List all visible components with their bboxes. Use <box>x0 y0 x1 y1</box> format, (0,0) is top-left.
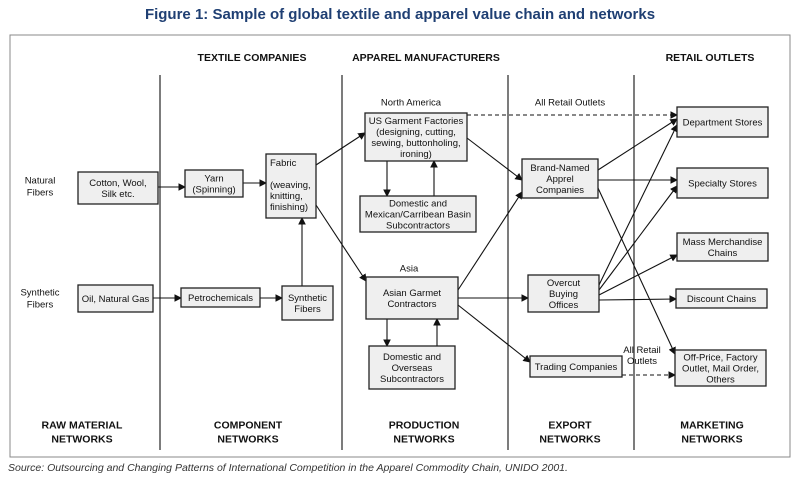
arrows <box>153 111 679 379</box>
box-text: Oil, Natural Gas <box>82 294 150 305</box>
all-retail-outlets-label-2: All Retail <box>623 345 661 356</box>
box-text: (weaving, <box>270 180 311 191</box>
box-text: Domestic and <box>389 199 447 210</box>
box-text: Yarn <box>204 174 223 185</box>
box-fabric: Fabric (weaving,knitting,finishing) <box>265 153 317 219</box>
box-text: Discount Chains <box>687 294 756 305</box>
box-text: Offices <box>549 300 579 311</box>
header-apparel-manufacturers: APPAREL MANUFACTURERS <box>352 52 500 64</box>
box-text: Others <box>706 375 735 386</box>
flow-arrow <box>315 132 366 166</box>
box-text: Fibers <box>294 304 321 315</box>
box-text: Asian Garmet <box>383 288 441 299</box>
synthetic-fibers-label: Synthetic <box>20 288 59 299</box>
box-trading: Trading Companies <box>529 355 623 378</box>
flow-arrow <box>597 187 676 355</box>
box-text: US Garment Factories <box>369 116 464 127</box>
box-text: Department Stores <box>683 118 763 129</box>
flow-arrow <box>457 191 523 291</box>
box-text: Fabric <box>270 158 297 169</box>
box-text: Mass Merchandise <box>683 237 763 248</box>
box-petro: Petrochemicals <box>180 287 261 308</box>
box-yarn: Yarn(Spinning) <box>184 169 244 198</box>
figure-title: Figure 1: Sample of global textile and a… <box>144 6 656 23</box>
box-text: Companies <box>536 185 584 196</box>
box-text: Contractors <box>387 299 436 310</box>
box-text: sewing, buttonholing, <box>371 138 460 149</box>
box-text: Trading Companies <box>535 362 618 373</box>
flow-arrow <box>598 124 678 286</box>
box-oil: Oil, Natural Gas <box>77 284 154 313</box>
header-retail-outlets: RETAIL OUTLETS <box>666 52 755 64</box>
network-label: RAW MATERIAL <box>42 420 123 432</box>
diagram-frame <box>9 34 791 458</box>
network-label: NETWORKS <box>539 434 600 446</box>
box-text: Off-Price, Factory <box>683 353 758 364</box>
box-text: Specialty Stores <box>688 179 757 190</box>
network-label: MARKETING <box>680 420 744 432</box>
natural-fibers-label: Fibers <box>27 188 54 199</box>
box-text: Silk etc. <box>101 189 134 200</box>
network-label: NETWORKS <box>393 434 454 446</box>
network-label: COMPONENT <box>214 420 283 432</box>
box-text: Domestic and <box>383 352 441 363</box>
asia-label: Asia <box>400 264 419 275</box>
box-discount: Discount Chains <box>675 288 768 309</box>
box-text: ironing) <box>400 149 432 160</box>
flow-arrow <box>466 137 523 181</box>
box-dept: Department Stores <box>676 106 769 138</box>
box-text: knitting, <box>270 191 303 202</box>
box-text: Outlet, Mail Order, <box>682 364 759 375</box>
box-text: Subcontractors <box>386 221 450 232</box>
flow-arrow <box>598 295 678 303</box>
network-label: NETWORKS <box>51 434 112 446</box>
all-retail-outlets-label-2: Outlets <box>627 356 657 367</box>
network-label: PRODUCTION <box>389 420 460 432</box>
box-us: US Garment Factories(designing, cutting,… <box>364 112 468 162</box>
boxes: Cotton, Wool,Silk etc. Oil, Natural Gas Ya… <box>77 106 769 390</box>
box-text: Synthetic <box>288 293 327 304</box>
flow-arrow <box>457 304 531 363</box>
flow-arrow <box>598 254 678 296</box>
box-text: (designing, cutting, <box>376 127 456 138</box>
box-text: Apprel <box>546 174 573 185</box>
flow-arrow <box>598 185 678 291</box>
box-text: Subcontractors <box>380 374 444 385</box>
column-dividers <box>159 75 635 450</box>
synthetic-fibers-label: Fibers <box>27 300 54 311</box>
flow-arrow <box>315 204 367 282</box>
box-text: Chains <box>708 248 738 259</box>
box-text: Mexican/Carribean Basin <box>365 210 471 221</box>
flow-arrow <box>597 118 678 171</box>
all-retail-outlets-label: All Retail Outlets <box>535 98 605 109</box>
natural-fibers-label: Natural <box>25 176 56 187</box>
box-text: Brand-Named <box>530 163 589 174</box>
box-text: finishing) <box>270 202 308 213</box>
north-america-label: North America <box>381 98 442 109</box>
box-specialty: Specialty Stores <box>676 167 769 199</box>
box-cotton: Cotton, Wool,Silk etc. <box>77 171 159 205</box>
network-labels: RAW MATERIAL NETWORKS COMPONENT NETWORKS PRO… <box>42 420 744 446</box>
box-text: Buying <box>549 289 578 300</box>
box-text: (Spinning) <box>192 185 235 196</box>
box-text: Petrochemicals <box>188 293 253 304</box>
network-label: EXPORT <box>548 420 592 432</box>
box-text: Overcut <box>547 278 581 289</box>
network-label: NETWORKS <box>681 434 742 446</box>
source-note: Source: Outsourcing and Changing Pattern… <box>8 462 568 474</box>
header-textile-companies: TEXTILE COMPANIES <box>198 52 307 64</box>
box-text: Cotton, Wool, <box>89 178 146 189</box>
network-label: NETWORKS <box>217 434 278 446</box>
box-text: Overseas <box>392 363 433 374</box>
